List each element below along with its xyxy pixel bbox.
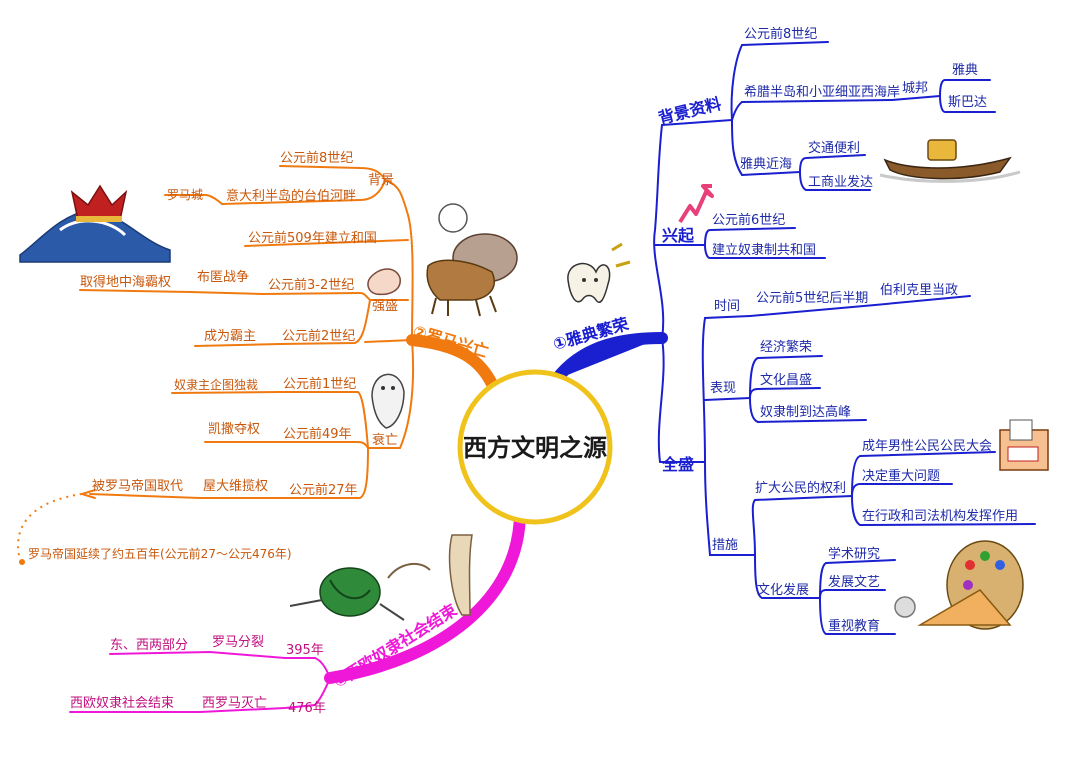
rome-main-stroke bbox=[406, 334, 498, 390]
rome-note: 罗马帝国延续了约五百年(公元前27～公元476年) bbox=[28, 546, 292, 561]
athens-rights-decide: 决定重大问题 bbox=[862, 468, 940, 484]
athens-culture-education: 重视教育 bbox=[828, 618, 880, 634]
athens-culture-label: 文化发展 bbox=[757, 582, 809, 598]
horse-shell-illustration bbox=[426, 203, 518, 317]
athens-measures-label: 措施 bbox=[712, 538, 738, 553]
rome-branch bbox=[78, 165, 415, 499]
west-year-476: 476年 bbox=[288, 701, 326, 716]
athens-rise-label: 兴起 bbox=[662, 226, 695, 245]
rome-strong-label: 强盛 bbox=[372, 299, 398, 314]
athens-sea: 雅典近海 bbox=[740, 157, 792, 172]
athens-manifest-label: 表现 bbox=[710, 381, 736, 396]
west-year-395: 395年 bbox=[286, 643, 324, 658]
arm-muscle-icon bbox=[367, 268, 401, 296]
center-node bbox=[457, 369, 613, 525]
west-main-stroke bbox=[324, 506, 526, 684]
rome-strong-result-1: 取得地中海霸权 bbox=[80, 274, 171, 290]
athens-feature-commerce: 工商业发达 bbox=[808, 174, 873, 190]
athens-branch bbox=[653, 41, 1036, 635]
art-palette-illustration bbox=[894, 540, 1024, 630]
west-branch bbox=[69, 650, 331, 713]
rome-decline-event-1: 奴隶主企图独裁 bbox=[174, 377, 258, 392]
west-detail-split: 东、西两部分 bbox=[110, 638, 188, 653]
watermelon-character-illustration bbox=[289, 534, 473, 621]
athens-bg-location: 希腊半岛和小亚细亚西海岸 bbox=[744, 84, 900, 100]
rome-title: ②罗马兴亡 bbox=[411, 322, 491, 362]
athens-city-sparta: 斯巴达 bbox=[948, 95, 987, 110]
rome-bg-label: 背景 bbox=[368, 173, 394, 188]
athens-rights-assembly: 成年男性公民公民大会 bbox=[862, 439, 992, 454]
athens-culture-arts: 发展文艺 bbox=[828, 574, 880, 590]
athens-manifest-economy: 经济繁荣 bbox=[760, 339, 812, 355]
athens-peak-ruler: 伯利克里当政 bbox=[880, 283, 958, 298]
rome-decline-time-1: 公元前1世纪 bbox=[283, 376, 356, 392]
athens-rise-time: 公元前6世纪 bbox=[712, 212, 785, 228]
athens-rise-event: 建立奴隶制共和国 bbox=[712, 242, 816, 258]
crown-wave-illustration bbox=[19, 184, 171, 263]
athens-peak-label: 全盛 bbox=[661, 455, 694, 474]
west-event-split: 罗马分裂 bbox=[212, 635, 264, 650]
athens-city-athens: 雅典 bbox=[952, 63, 978, 78]
rome-strong-time-2: 公元前2世纪 bbox=[282, 328, 355, 344]
rome-strong-event-1: 布匿战争 bbox=[197, 270, 249, 285]
rome-republic: 公元前509年建立和国 bbox=[248, 230, 377, 246]
athens-rights-label: 扩大公民的权利 bbox=[755, 480, 846, 496]
rome-decline-event-3: 屋大维揽权 bbox=[203, 478, 268, 494]
west-event-fall: 西罗马灭亡 bbox=[202, 696, 267, 711]
west-detail-end: 西欧奴隶社会结束 bbox=[70, 695, 174, 711]
rome-note-dotted-connector bbox=[17, 493, 83, 561]
rome-bg-city: 罗马城 bbox=[167, 188, 203, 202]
athens-city-state: 城邦 bbox=[902, 81, 928, 96]
athens-bg-time: 公元前8世纪 bbox=[744, 26, 817, 42]
rome-strong-event-2: 成为霸主 bbox=[204, 329, 256, 344]
rome-bg-place: 意大利半岛的台伯河畔 bbox=[226, 188, 356, 204]
rome-bg-time: 公元前8世纪 bbox=[280, 150, 353, 166]
athens-rights-admin: 在行政和司法机构发挥作用 bbox=[862, 508, 1018, 524]
ghost-illustration bbox=[371, 373, 405, 429]
athens-manifest-culture: 文化昌盛 bbox=[760, 373, 812, 388]
athens-feature-transport: 交通便利 bbox=[808, 140, 860, 156]
ballot-box-illustration bbox=[999, 419, 1049, 471]
rome-note-dot bbox=[19, 559, 25, 565]
athens-manifest-slavery: 奴隶制到达高峰 bbox=[760, 404, 851, 420]
rome-decline-event-2: 凯撒夺权 bbox=[208, 421, 260, 437]
athens-peak-time-label: 时间 bbox=[714, 299, 740, 314]
boat-coin-illustration bbox=[879, 139, 1021, 183]
athens-culture-research: 学术研究 bbox=[828, 546, 880, 562]
rome-decline-result-3: 被罗马帝国取代 bbox=[92, 478, 183, 494]
rising-arrow-icon bbox=[678, 184, 714, 224]
rome-decline-time-2: 公元前49年 bbox=[283, 426, 352, 442]
rome-decline-label: 衰亡 bbox=[372, 432, 398, 448]
rome-decline-time-3: 公元前27年 bbox=[289, 482, 358, 498]
rome-strong-time-1: 公元前3-2世纪 bbox=[268, 277, 354, 293]
tooth-character-illustration bbox=[567, 242, 631, 304]
athens-peak-time: 公元前5世纪后半期 bbox=[756, 290, 868, 306]
center-title: 西方文明之源 bbox=[463, 434, 607, 462]
